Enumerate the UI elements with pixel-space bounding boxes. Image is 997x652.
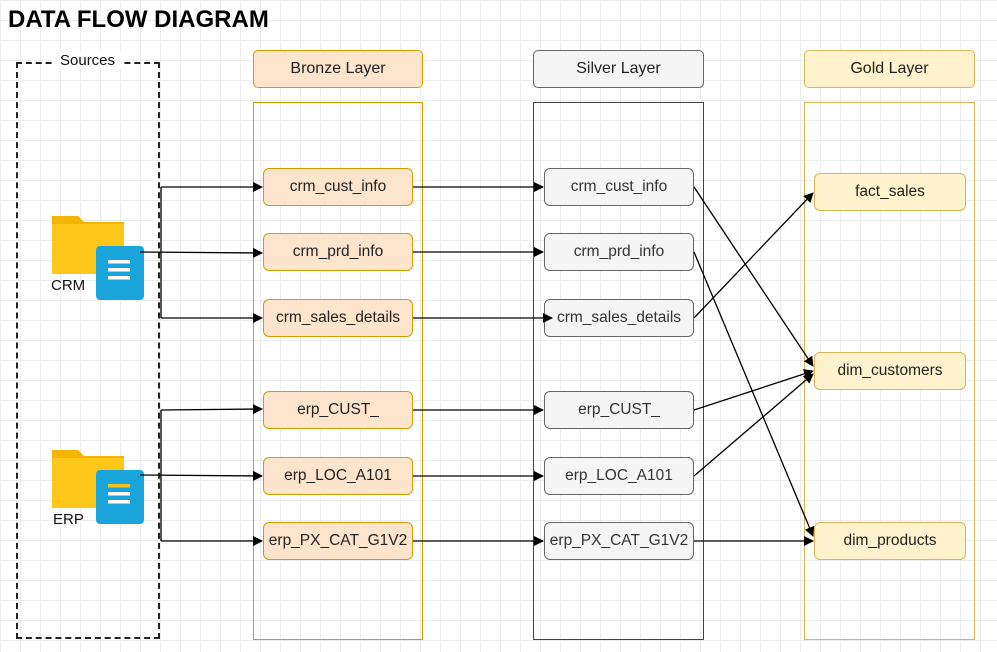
erp-source-label: ERP <box>53 511 84 528</box>
edge-silver-crm-cust-info-to-dim-customers <box>693 186 814 367</box>
crm-source-label: CRM <box>51 277 86 294</box>
silver-node-erp-cust[interactable]: erp_CUST_ <box>544 391 694 429</box>
silver-node-crm-prd-info[interactable]: crm_prd_info <box>544 233 694 271</box>
bronze-node-crm-sales-details[interactable]: crm_sales_details <box>263 299 413 337</box>
crm-folder-icon <box>52 216 144 300</box>
erp-folder-icon <box>52 450 144 524</box>
edge-silver-crm-sales-details-to-fact-sales <box>693 192 814 319</box>
bronze-node-crm-prd-info[interactable]: crm_prd_info <box>263 233 413 271</box>
edge-silver-crm-prd-info-to-dim-products <box>693 251 815 537</box>
edge-erp-to-bronze-erp-cust <box>160 404 263 415</box>
silver-node-erp-loc-a101[interactable]: erp_LOC_A101 <box>544 457 694 495</box>
diagram-title: DATA FLOW DIAGRAM <box>8 6 269 33</box>
bronze-layer-header: Bronze Layer <box>253 50 423 88</box>
silver-node-crm-sales-details[interactable]: crm_sales_details <box>544 299 694 337</box>
gold-node-fact-sales[interactable]: fact_sales <box>814 173 966 211</box>
gold-layer-header: Gold Layer <box>804 50 975 88</box>
edge-crm-to-bronze-crm-prd-info <box>139 247 263 258</box>
bronze-node-erp-cust[interactable]: erp_CUST_ <box>263 391 413 429</box>
edge-erp-to-bronze-erp-loc-a101 <box>139 470 263 481</box>
bronze-layer-container <box>253 102 423 640</box>
edge-silver-erp-cust-to-dim-customers <box>693 369 814 411</box>
gold-node-dim-customers[interactable]: dim_customers <box>814 352 966 390</box>
edge-silver-erp-loc-a101-to-dim-customers <box>693 373 814 477</box>
silver-layer-container <box>533 102 704 640</box>
silver-node-erp-px-cat-g1v2[interactable]: erp_PX_CAT_G1V2 <box>544 522 694 560</box>
bronze-node-crm-cust-info[interactable]: crm_cust_info <box>263 168 413 206</box>
sources-label: Sources <box>52 52 124 69</box>
bronze-node-erp-loc-a101[interactable]: erp_LOC_A101 <box>263 457 413 495</box>
silver-layer-header: Silver Layer <box>533 50 704 88</box>
silver-node-crm-cust-info[interactable]: crm_cust_info <box>544 168 694 206</box>
gold-node-dim-products[interactable]: dim_products <box>814 522 966 560</box>
bronze-node-erp-px-cat-g1v2[interactable]: erp_PX_CAT_G1V2 <box>263 522 413 560</box>
